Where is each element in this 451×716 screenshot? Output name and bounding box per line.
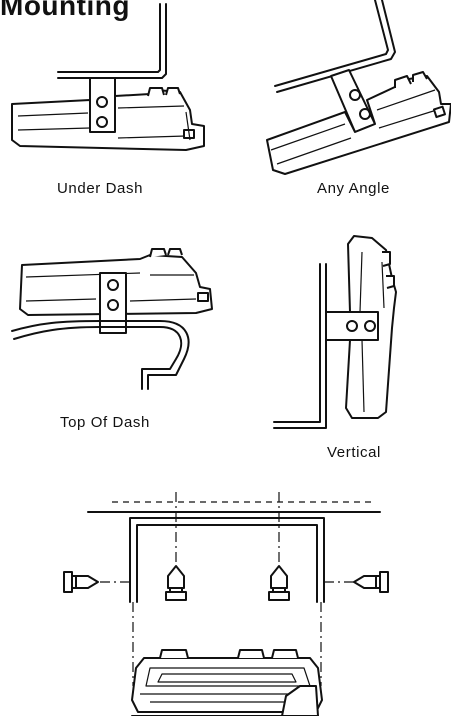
top-of-dash-illustration [11,248,213,390]
under-dash-illustration [11,3,205,151]
caption-under-dash: Under Dash [57,180,144,197]
side-screw-right [353,571,389,593]
top-screw-right [268,565,290,601]
caption-vertical: Vertical [327,444,381,461]
caption-top-of-dash: Top Of Dash [60,414,150,431]
caption-any-angle: Any Angle [317,180,390,197]
vertical-illustration [273,235,397,429]
any-angle-illustration [266,0,451,175]
exploded-assembly-diagram [63,492,389,716]
top-screw-left [165,565,187,601]
side-screw-left [63,571,99,593]
section-heading: Mounting [0,0,130,21]
